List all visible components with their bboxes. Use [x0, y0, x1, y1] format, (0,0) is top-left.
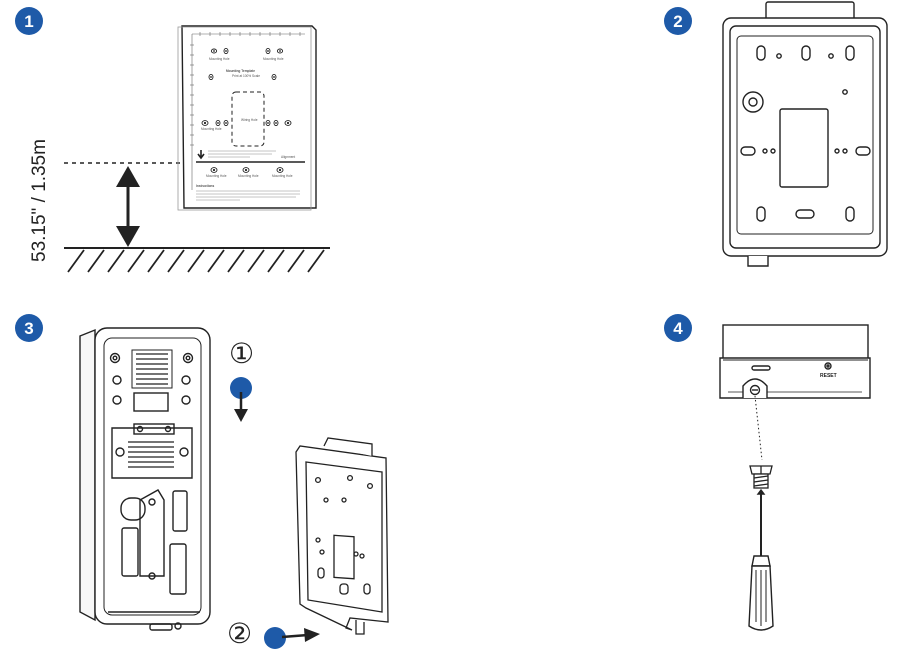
step-3-doorbell-body: [79, 327, 211, 631]
template-wiring-label: Wiring Hole: [241, 118, 258, 122]
template-hole-label: Mounting Hole: [272, 174, 293, 178]
template-hole-label: Mounting Hole: [209, 57, 230, 61]
sub-step-1-arrow: [230, 377, 252, 422]
step-2-badge: 2: [664, 7, 692, 35]
step-3-mounting-bracket: [295, 437, 389, 635]
template-subtitle: Print at 100% Scale: [232, 74, 260, 78]
template-hole-label: Mounting Hole: [206, 174, 227, 178]
sub-step-1-label: ①: [229, 338, 254, 369]
template-wiring-area: [231, 91, 265, 147]
height-arrow-icon: [116, 166, 140, 247]
step-4-doorbell-bottom: [719, 324, 871, 399]
step-1-badge: 1: [15, 7, 43, 35]
step-2-number: 2: [673, 12, 682, 31]
step-1-diagram: 53.15" / 1.35m: [29, 25, 330, 273]
step-3-number: 3: [24, 319, 33, 338]
mounting-template-sheet: Mounting Hole Mounting Hole Mounting Tem…: [177, 25, 317, 211]
arrow-right-icon: [304, 628, 320, 642]
template-hole-label: Mounting Hole: [201, 127, 222, 131]
ground-line: [64, 247, 330, 273]
sub-step-2-arrow: [264, 627, 320, 649]
step-1-number: 1: [24, 12, 33, 31]
screw-icon: [749, 465, 773, 489]
screw-guide-line: [754, 395, 763, 461]
template-align-label: Alignment: [281, 155, 295, 159]
arrow-down-icon: [234, 409, 248, 422]
step-4-badge: 4: [664, 314, 692, 342]
step-3-badge: 3: [15, 314, 43, 342]
screwdriver-icon: [748, 488, 774, 631]
template-hole-label: Mounting Hole: [263, 57, 284, 61]
step-4-number: 4: [673, 319, 683, 338]
template-hole-label: Mounting Hole: [238, 174, 259, 178]
reset-label: RESET: [820, 373, 837, 379]
template-instructions-title: Instructions: [196, 184, 214, 188]
arrow-down-icon: [197, 150, 205, 160]
template-title: Mounting Template: [226, 69, 255, 73]
mounting-height-label: 53.15" / 1.35m: [29, 139, 50, 262]
sub-step-2-label: ②: [227, 618, 252, 649]
step-2-mounting-bracket: [722, 1, 888, 267]
